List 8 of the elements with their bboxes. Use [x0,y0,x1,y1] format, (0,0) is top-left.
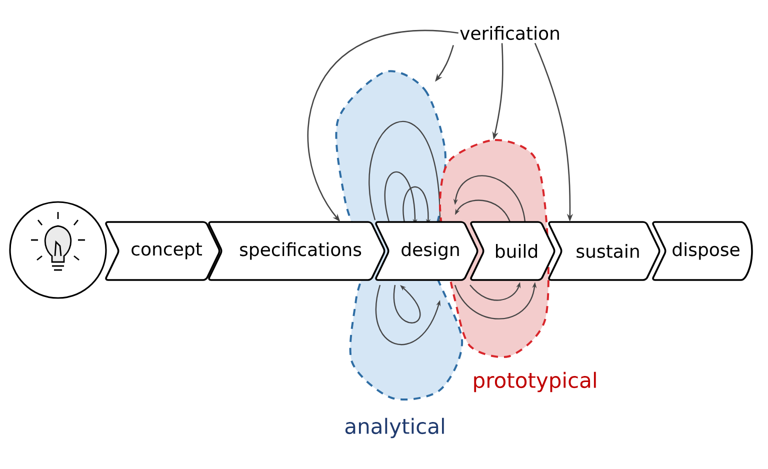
stage-box: dispose [652,221,753,281]
stage-box: sustain [548,221,660,281]
blob-caption: analytical [345,418,444,438]
lightbulb-drawing [9,201,107,299]
verification-label: verification [460,26,559,40]
blob-caption: prototypical [474,372,596,392]
stage-box: concept [105,221,220,281]
stage-box: specifications [208,221,386,281]
